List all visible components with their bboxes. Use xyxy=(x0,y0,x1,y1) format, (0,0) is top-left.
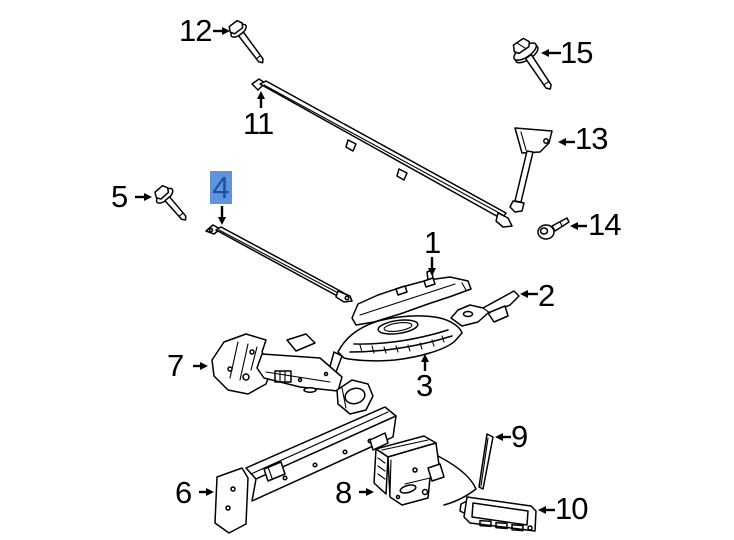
part-9-rod[interactable] xyxy=(478,433,494,490)
part-11-cowl-brace-bar[interactable] xyxy=(251,78,513,228)
part-10-sill-plate[interactable] xyxy=(459,496,537,532)
part-7-mount-bracket[interactable] xyxy=(211,333,343,395)
part-6-frame-rail[interactable] xyxy=(214,379,397,534)
callout-4-highlighted[interactable]: 4 xyxy=(210,171,232,204)
callout-5[interactable]: 5 xyxy=(111,179,128,214)
callout-3[interactable]: 3 xyxy=(416,368,433,403)
arrow-9 xyxy=(495,433,511,441)
part-14-washer-screw[interactable] xyxy=(537,217,570,240)
arrow-10 xyxy=(538,506,555,514)
callout-10[interactable]: 10 xyxy=(555,491,588,526)
part-4-diagonal-brace[interactable] xyxy=(205,224,353,303)
arrow-14 xyxy=(570,222,587,230)
part-8-support-bracket[interactable] xyxy=(373,435,477,506)
callout-13[interactable]: 13 xyxy=(575,121,608,156)
callout-1[interactable]: 1 xyxy=(424,225,441,260)
part-2-apron-bracket[interactable] xyxy=(450,290,520,327)
callout-8[interactable]: 8 xyxy=(335,475,352,510)
part-13-support-strut[interactable] xyxy=(509,127,553,213)
arrow-3 xyxy=(421,354,429,371)
arrow-5 xyxy=(135,193,152,201)
part-5-flange-bolt[interactable] xyxy=(151,182,193,226)
arrow-4 xyxy=(218,206,226,225)
arrow-6 xyxy=(199,488,214,496)
callout-6[interactable]: 6 xyxy=(175,475,192,510)
arrow-8 xyxy=(359,488,374,496)
callout-12[interactable]: 12 xyxy=(179,13,212,48)
part-1-apron-upper-member[interactable] xyxy=(351,269,472,326)
callout-15[interactable]: 15 xyxy=(560,35,593,70)
callout-2[interactable]: 2 xyxy=(538,278,555,313)
callout-11[interactable]: 11 xyxy=(243,106,274,141)
part-3-wheel-apron[interactable] xyxy=(328,315,463,373)
callout-14[interactable]: 14 xyxy=(588,207,621,242)
part-12-flange-bolt[interactable] xyxy=(226,18,270,68)
part-15-flange-bolt[interactable] xyxy=(508,34,561,96)
callout-9[interactable]: 9 xyxy=(511,419,528,454)
arrow-7 xyxy=(193,362,208,370)
callout-7[interactable]: 7 xyxy=(167,348,184,383)
arrow-13 xyxy=(558,138,575,146)
arrow-2 xyxy=(520,290,538,298)
arrow-15 xyxy=(541,49,561,57)
arrow-1 xyxy=(428,257,436,276)
arrow-11 xyxy=(257,91,265,108)
arrow-12 xyxy=(213,27,230,35)
